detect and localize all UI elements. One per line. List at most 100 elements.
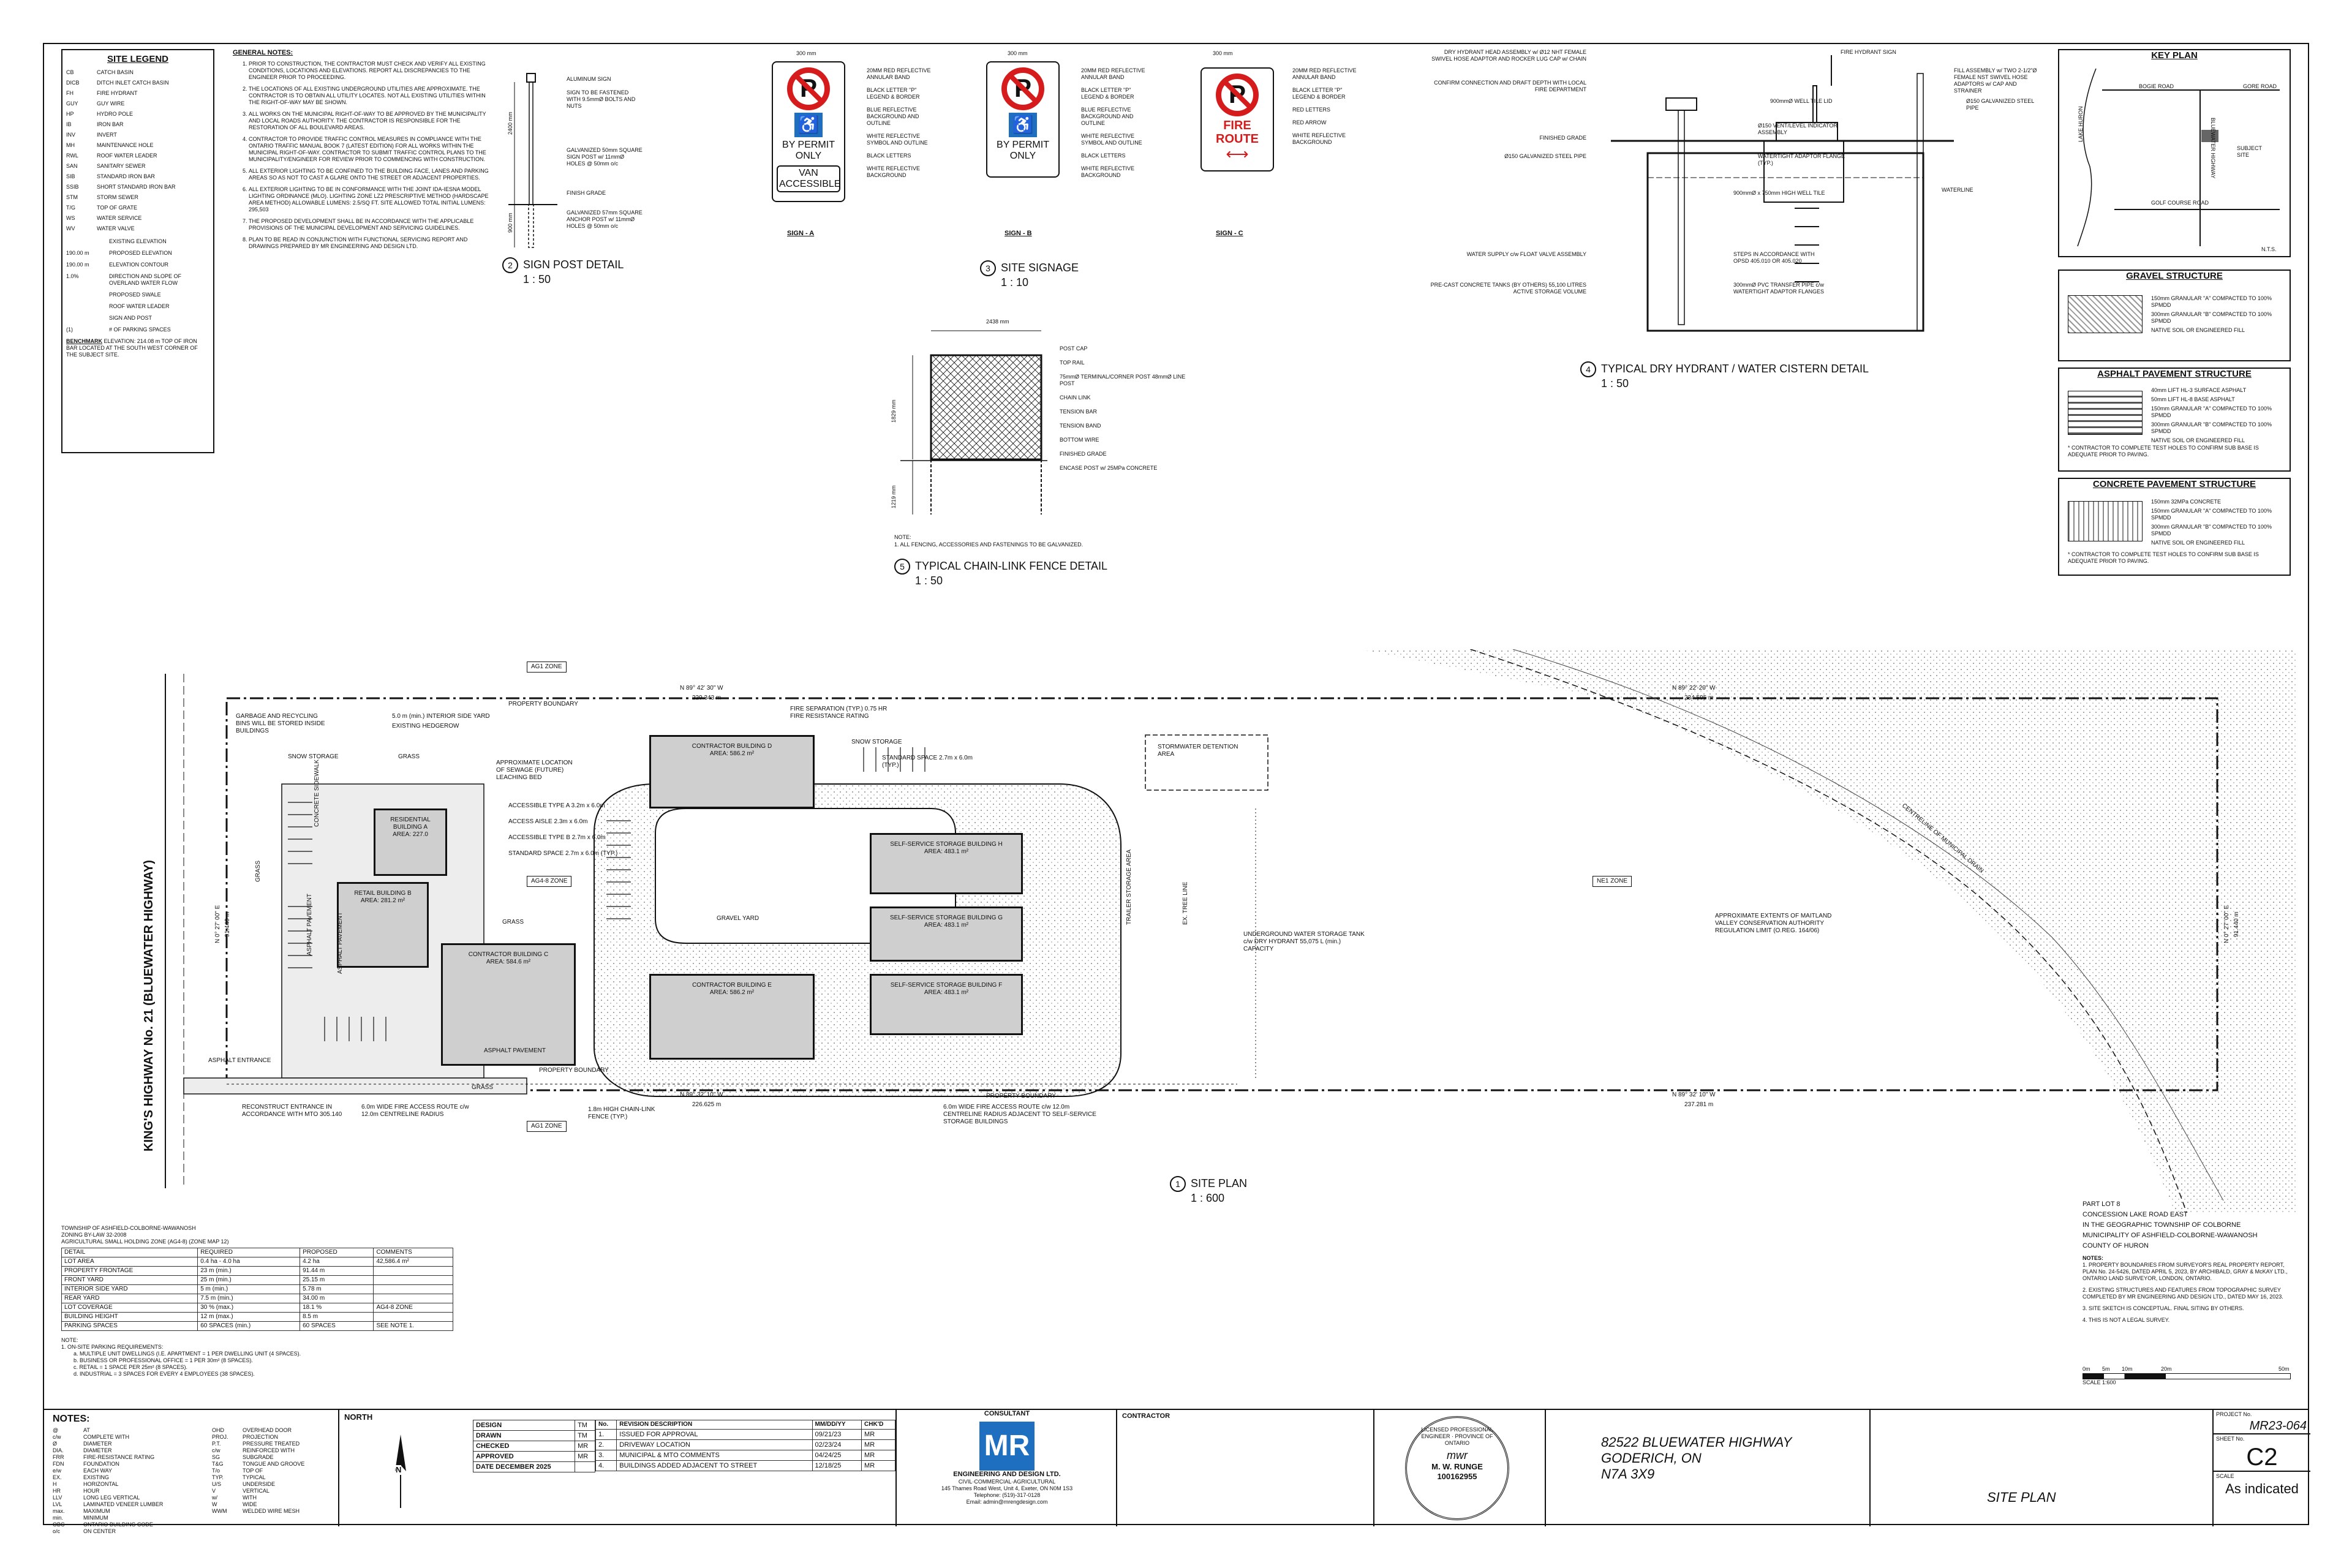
hydrant-note: WATER SUPPLY c/w FLOAT VALVE ASSEMBLY [1466,251,1586,257]
legend-desc: DITCH INLET CATCH BASIN [97,80,169,86]
hydrant-note: FINISHED GRADE [1539,135,1586,141]
sheet-number: C2 [2214,1444,2310,1472]
abbr-desc: EXISTING [83,1474,110,1480]
approval-initials [575,1461,595,1472]
abbr-desc: TONGUE AND GROOVE [243,1461,305,1467]
legend-title: SITE LEGEND [107,54,168,64]
approval-initials: MR [575,1441,595,1452]
fence-dim-height: 1829 mm [891,399,897,423]
general-note: CONTRACTOR TO PROVIDE TRAFFIC CONTROL ME… [249,136,496,163]
abbr-desc: PRESSURE TREATED [243,1441,300,1447]
structure-layer: 150mm GRANULAR "A" COMPACTED TO 100% SPM… [2151,295,2272,308]
key-plan-road: BLUEWATER HIGHWAY [2210,118,2216,179]
site-label: ACCESSIBLE TYPE A 3.2m x 6.0m [508,802,605,809]
sign-note: BLACK LETTERS [867,153,911,159]
legend-symbol-desc: DIRECTION AND SLOPE OF OVERLAND WATER FL… [109,273,182,286]
legal-notes-title: NOTES: [2082,1255,2104,1261]
sheet-info-block: PROJECT No. MR23-064 SHEET No. C2 SCALE … [2212,1410,2310,1526]
site-label: GRASS [255,860,262,882]
abbr-code: @ [53,1427,59,1433]
sheet-title-block: SITE PLAN [1869,1410,2214,1526]
general-note: PLAN TO BE READ IN CONJUNCTION WITH FUNC… [249,236,496,250]
legend-symbol-row: PROPOSED SWALE [66,292,209,298]
zoning-note: b. BUSINESS OR PROFESSIONAL OFFICE = 1 P… [74,1357,253,1363]
key-plan-road: BOGIE ROAD [2139,83,2174,89]
table-cell: 60 SPACES (min.) [197,1321,301,1331]
abbr-code: FDN [53,1461,64,1467]
legal-note: 1. PROPERTY BOUNDARIES FROM SURVEYOR'S R… [2082,1262,2288,1281]
abbr-code: FRR [53,1454,64,1460]
legend-desc: HYDRO POLE [97,111,134,117]
table-cell: MR [861,1429,895,1440]
legend-symbol-row: SIGN AND POST [66,315,209,322]
hydrant-note: Ø150 GALVANIZED STEEL PIPE [1966,98,2034,111]
site-label: STANDARD SPACE 2.7m x 6.0m (TYP.) [882,755,973,769]
legal-line: CONCESSION LAKE ROAD EAST [2082,1211,2188,1218]
sign-post-note: ALUMINUM SIGN [567,76,611,82]
site-label: ACCESS AISLE 2.3m x 6.0m [508,818,588,825]
abbr-desc: COMPLETE WITH [83,1434,130,1440]
site-label: TRAILER STORAGE AREA [1126,849,1133,925]
legal-note: 4. THIS IS NOT A LEGAL SURVEY. [2082,1317,2170,1323]
abbreviation-row: FRR FIRE-RESISTANCE RATING [53,1454,206,1461]
bearing-east: N 0° 27' 00" E [2223,905,2230,943]
sign-note: 20MM RED REFLECTIVE ANNULAR BAND [867,67,931,80]
abbr-desc: TYPICAL [243,1474,266,1480]
north-arrow-block: NORTH N [338,1410,474,1526]
project-address-line: N7A 3X9 [1601,1466,1655,1482]
bearing-west: N 0° 27' 00" E [214,905,221,943]
sign-a-dim: 300 mm [796,50,816,56]
legend-symbol-desc: ELEVATION CONTOUR [109,262,169,268]
abbreviation-row: P.T.PRESSURE TREATED [212,1441,365,1447]
north-letter: N [396,1465,402,1475]
table-cell: LOT COVERAGE [61,1303,198,1313]
table-cell: LOT AREA [61,1257,198,1267]
abbr-code: LLV [53,1494,62,1501]
sign-c-label: SIGN - C [1216,230,1243,237]
table-cell: MR [861,1450,895,1461]
fence-note: TOP RAIL [1060,360,1085,366]
legend-symbol: 1.0% [66,273,79,279]
site-label: ASPHALT PAVEMENT [306,894,313,956]
sign-post-detail: 2400 mm 900 mm ALUMINUM SIGN SIGN TO BE … [502,49,643,294]
table-cell: 2. [595,1439,617,1450]
zoning-col-header: REQUIRED [197,1248,301,1257]
fence-note: 75mmØ TERMINAL/CORNER POST 48mmØ LINE PO… [1060,374,1186,386]
distance-south-east: 237.281 m [1684,1101,1714,1108]
abbr-desc: HORIZONTAL [83,1481,119,1487]
key-plan-map [2077,68,2280,247]
site-label: APPROXIMATE LOCATION OF SEWAGE (FUTURE) … [496,760,573,781]
abbr-desc: REINFORCED WITH [243,1447,295,1453]
revision-col-header: CHK'D [861,1420,895,1430]
approval-label: DESIGN [472,1420,576,1431]
abbr-desc: FIRE-RESISTANCE RATING [83,1454,155,1460]
abbr-desc: WIDE [243,1501,257,1507]
distance-south-west: 226.625 m [692,1101,722,1108]
abbr-desc: DIAMETER [83,1447,112,1453]
bearing-south-east: N 89° 32' 10" W [1672,1091,1716,1098]
general-note: PRIOR TO CONSTRUCTION, THE CONTRACTOR MU… [249,61,496,81]
general-note: ALL EXTERIOR LIGHTING TO BE IN CONFORMAN… [249,186,496,213]
legend-desc: IRON BAR [97,121,124,127]
legend-code: WS [66,215,75,221]
approval-label: DATE DECEMBER 2025 [472,1461,576,1472]
